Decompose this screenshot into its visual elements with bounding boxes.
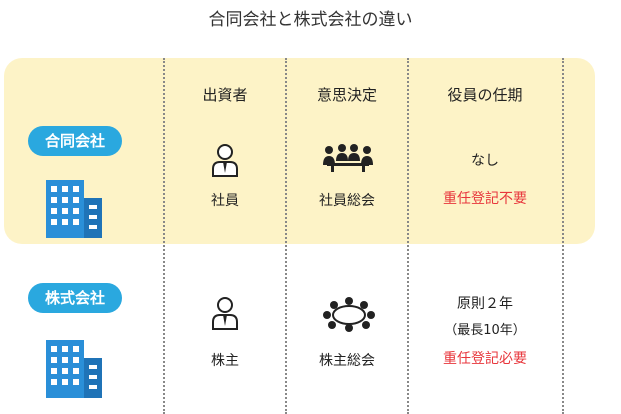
header-term: 役員の任期 xyxy=(447,86,523,104)
term-value-corp: 原則２年 xyxy=(457,296,513,312)
column-divider xyxy=(562,58,564,414)
person-icon xyxy=(212,297,238,330)
company-pill-corp: 株式会社 xyxy=(28,283,122,313)
term-sub-corp: （最長10年） xyxy=(444,323,526,338)
column-divider xyxy=(407,58,409,414)
term-value-llc: なし xyxy=(471,153,499,169)
person-icon xyxy=(212,144,238,177)
company-pill-llc: 合同会社 xyxy=(28,126,122,156)
term-note-corp: 重任登記必要 xyxy=(443,351,527,367)
building-icon xyxy=(46,340,102,398)
diagram-title: 合同会社と株式会社の違い xyxy=(208,10,413,30)
round-table-icon xyxy=(323,297,375,332)
term-note-llc: 重任登記不要 xyxy=(443,191,527,207)
investor-label-corp: 株主 xyxy=(211,353,239,369)
decision-label-corp: 株主総会 xyxy=(319,353,375,369)
investor-label-llc: 社員 xyxy=(211,193,239,209)
building-icon xyxy=(46,180,102,238)
header-decision: 意思決定 xyxy=(316,86,377,104)
decision-label-llc: 社員総会 xyxy=(319,193,375,209)
meeting-icon xyxy=(323,144,373,172)
column-divider xyxy=(285,58,287,414)
column-divider xyxy=(163,58,165,414)
header-investor: 出資者 xyxy=(202,86,248,104)
